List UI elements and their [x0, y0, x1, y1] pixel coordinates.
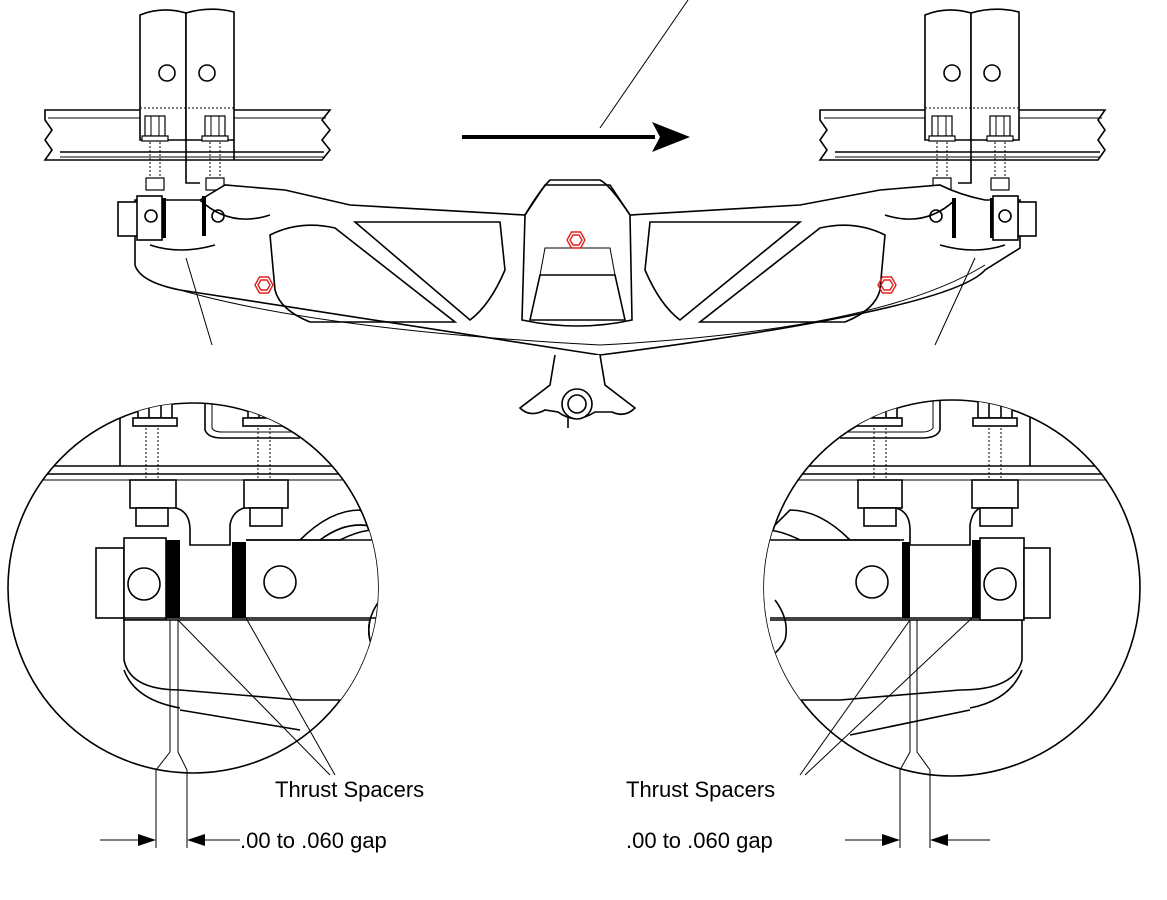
right-thrust-spacer — [972, 540, 980, 618]
right-hanger-bracket — [924, 8, 1020, 184]
hanger-bolts — [145, 142, 1010, 191]
left-leader-line — [185, 257, 213, 346]
left-hanger-bracket — [139, 8, 235, 184]
gap-label-right: .00 to .060 gap — [626, 828, 773, 853]
gap-label-left: .00 to .060 gap — [240, 828, 387, 853]
hanger-nut-icon — [141, 115, 169, 142]
left-thrust-spacer — [166, 540, 180, 618]
thrust-spacers-label-right: Thrust Spacers — [626, 777, 775, 802]
left-pivot-block — [117, 195, 225, 241]
hanger-nut-icon — [928, 115, 956, 142]
left-thrust-spacer — [232, 542, 246, 618]
hanger-nut-icon — [986, 115, 1014, 142]
left-detail-view — [7, 402, 379, 848]
equalizer-beam — [134, 179, 1021, 356]
hanger-nut-icon — [132, 403, 178, 427]
center-clamp — [518, 354, 637, 428]
right-detail-view — [763, 399, 1141, 848]
right-leader-line — [934, 257, 976, 346]
right-thrust-spacer — [902, 542, 910, 618]
thrust-spacers-label-left: Thrust Spacers — [275, 777, 424, 802]
right-pivot-block — [929, 195, 1037, 241]
hanger-nut-icon — [201, 115, 229, 142]
direction-arrow — [462, 0, 690, 152]
suspension-assembly — [43, 0, 1107, 428]
hanger-nut-icon — [857, 400, 903, 427]
hanger-nut-icon — [972, 400, 1018, 427]
hanger-nut-icon — [242, 403, 288, 427]
